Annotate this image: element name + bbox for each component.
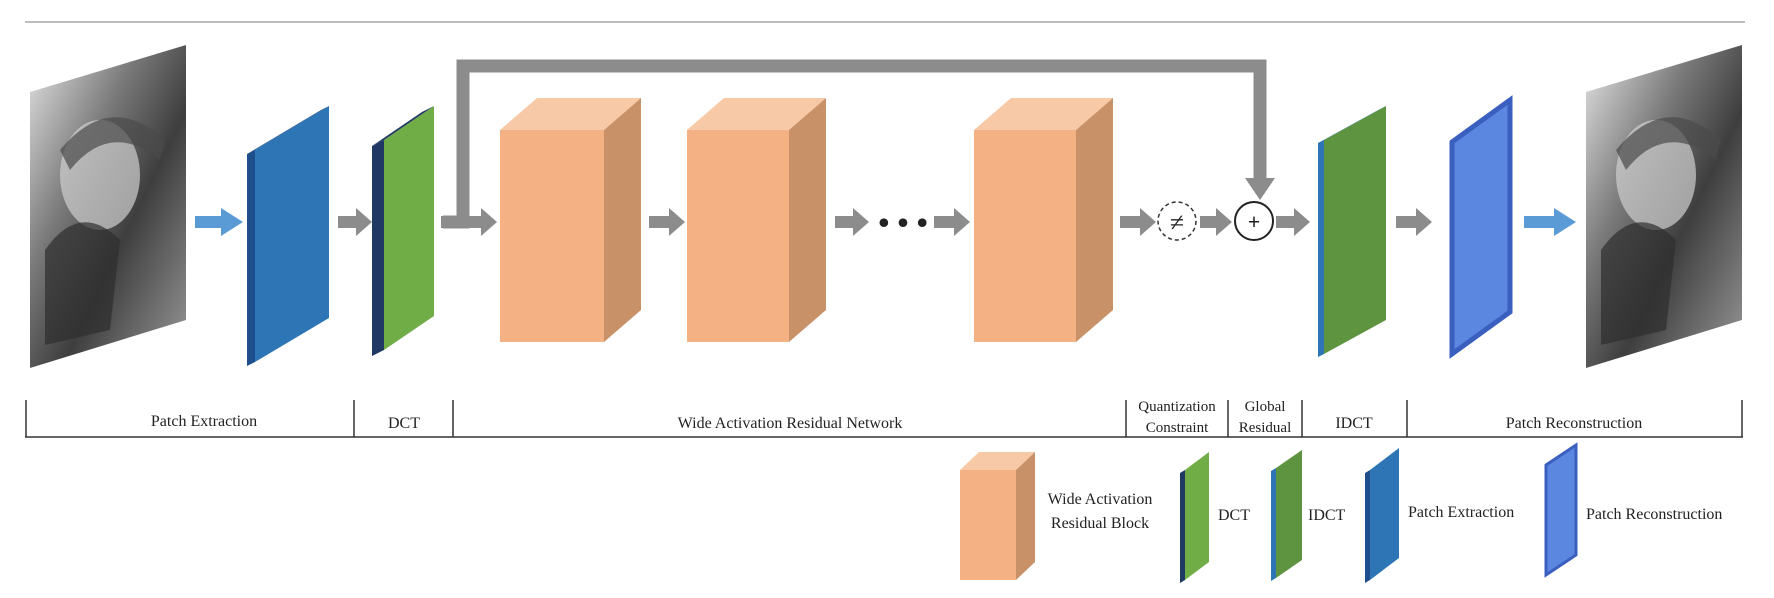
stage-label-global-line1: Global xyxy=(1245,399,1286,415)
legend: Wide Activation Residual Block DCT IDCT … xyxy=(960,442,1722,583)
quantization-symbol: ≠ xyxy=(1170,208,1184,237)
arrow-quant-to-sum xyxy=(1200,208,1232,236)
stage-label-global-line2: Residual xyxy=(1239,420,1292,436)
legend-extraction-swatch xyxy=(1365,448,1399,583)
sum-symbol: + xyxy=(1248,209,1261,234)
legend-extraction-label: Patch Extraction xyxy=(1408,504,1514,521)
stage-label-wide-activation: Wide Activation Residual Network xyxy=(678,415,903,432)
patch-extraction-layer xyxy=(247,106,329,366)
stage-label-dct: DCT xyxy=(388,415,420,432)
legend-wide-block-swatch xyxy=(960,452,1035,580)
legend-idct-swatch xyxy=(1271,450,1302,581)
wide-residual-block-3 xyxy=(974,98,1113,342)
quantization-constraint-node: ≠ xyxy=(1157,201,1197,241)
global-skip-connection xyxy=(441,59,1275,236)
patch-reconstruction-layer xyxy=(1449,95,1513,359)
legend-reconstruction-swatch xyxy=(1544,442,1578,578)
arrow-ellipsis-to-block3 xyxy=(934,208,970,236)
arrow-extract-to-dct xyxy=(338,208,372,236)
arrow-block2-to-ellipsis xyxy=(835,208,869,236)
arrow-blue-in xyxy=(195,208,243,236)
arrow-sum-to-idct xyxy=(1276,208,1310,236)
stage-label-patch-reconstruction: Patch Reconstruction xyxy=(1506,415,1642,432)
legend-idct-label: IDCT xyxy=(1308,507,1346,524)
input-image xyxy=(30,45,186,368)
arrow-block3-to-quant xyxy=(1120,208,1156,236)
legend-reconstruction-label: Patch Reconstruction xyxy=(1586,506,1722,523)
arrow-idct-to-recon xyxy=(1396,208,1432,236)
legend-dct-label: DCT xyxy=(1218,507,1250,524)
arrow-block1-to-block2 xyxy=(649,208,685,236)
legend-wide-block-label-line2: Residual Block xyxy=(1051,515,1149,532)
stage-bracket xyxy=(25,400,1743,438)
ellipsis: • • • xyxy=(878,204,928,240)
stage-label-patch-extraction: Patch Extraction xyxy=(151,413,257,430)
arrow-blue-out xyxy=(1524,208,1576,236)
stage-label-quantization-line1: Quantization xyxy=(1138,399,1216,415)
output-image xyxy=(1586,45,1742,368)
legend-wide-block-label-line1: Wide Activation xyxy=(1048,491,1153,508)
legend-dct-swatch xyxy=(1180,452,1209,583)
wide-residual-block-1 xyxy=(500,98,641,342)
global-residual-sum-node: + xyxy=(1234,201,1274,241)
wide-residual-block-2 xyxy=(687,98,826,342)
stage-label-quantization-line2: Constraint xyxy=(1146,420,1209,436)
stage-label-idct: IDCT xyxy=(1335,415,1373,432)
idct-layer xyxy=(1318,106,1386,357)
dct-layer xyxy=(372,106,434,356)
